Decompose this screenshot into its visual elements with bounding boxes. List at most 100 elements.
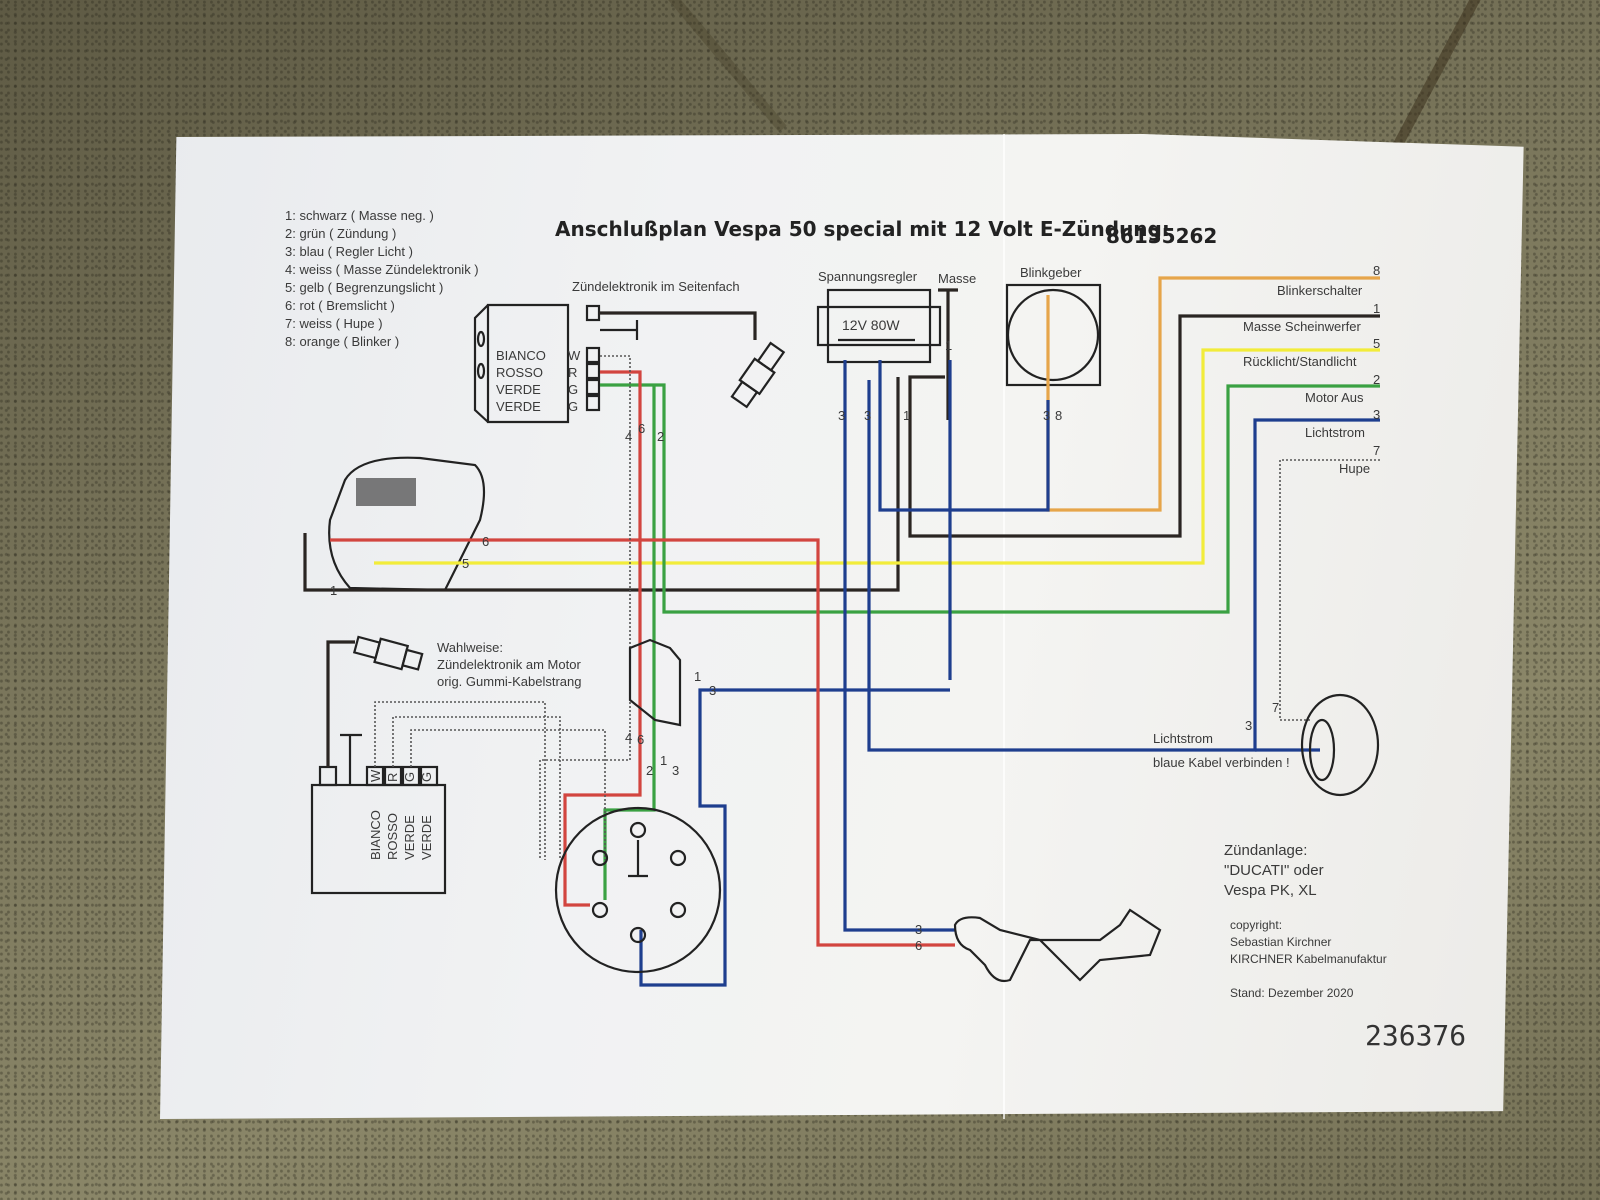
wire-3-blue-stator [639,688,950,987]
wire-label-7: 7 [1272,700,1279,715]
wire-label-3: 3 [1245,718,1252,733]
regulator-label: Spannungsregler [818,269,918,284]
ignition-module-side: Zündelektronik im Seitenfach BIANCO ROSS… [473,279,757,424]
regulator-flange [816,305,942,347]
output-blinkerschalter: Blinkerschalter [1277,283,1363,298]
wire-label-1: 1 [945,338,952,353]
wire-label-4: 4 [625,429,632,444]
output-num: 5 [1373,336,1380,351]
wire-label-8: 8 [1055,408,1062,423]
pin-code-g: G [568,382,578,397]
wire-label-6: 6 [637,732,644,747]
brake-pedal-icon [953,908,1162,983]
flasher-box [1005,283,1102,387]
alt-note-line: orig. Gummi-Kabelstrang [437,674,582,689]
wire-number-labels: 4 6 2 3 3 1 1 3 8 6 5 1 1 3 4 6 2 1 3 3 … [330,338,1279,953]
wire-1-ground-headlight [303,377,900,592]
headlight-housing-icon [328,456,486,592]
ground-symbol [340,733,362,785]
copyright-line: Sebastian Kirchner [1230,935,1331,949]
regulator-rating: 12V 80W [842,317,900,333]
horn-icon: Lichtstrom blaue Kabel verbinden ! [1153,693,1380,797]
ignition-terminal [585,304,601,322]
info-block: Zündanlage: "DUCATI" oder Vespa PK, XL c… [1224,842,1387,1000]
wire-label-3: 3 [1043,408,1050,423]
spark-plug-lead [326,640,355,767]
legend-item-2: 2: grün ( Zündung ) [285,226,396,241]
wire-label-2: 2 [646,763,653,778]
output-masse-scheinwerfer: Masse Scheinwerfer [1243,319,1361,334]
pin-code-w: W [568,348,581,363]
legend-item-4: 4: weiss ( Masse Zündelektronik ) [285,262,479,277]
revision-date: Stand: Dezember 2020 [1230,986,1354,1000]
spark-plug-icon [730,341,786,409]
ground-label: Masse [938,271,976,286]
ground-post [938,288,958,420]
mount-hole [476,362,486,380]
copyright-line: copyright: [1230,918,1282,932]
svg-text:ROSSO: ROSSO [385,813,400,860]
horn-note-line: blaue Kabel verbinden ! [1153,755,1290,770]
output-ruecklicht: Rücklicht/Standlicht [1243,354,1357,369]
legend-item-8: 8: orange ( Blinker ) [285,334,399,349]
svg-text:W: W [368,769,383,782]
flasher-circle [1006,288,1100,382]
output-hupe: Hupe [1339,461,1370,476]
wire-3-blue-flasher [878,360,1050,512]
wire-label-5: 5 [462,556,469,571]
legend-item-5: 5: gelb ( Begrenzungslicht ) [285,280,443,295]
wire-1-black [908,314,1380,538]
system-line: Zündanlage: [1224,842,1307,859]
wire-label-1: 1 [694,669,701,684]
output-num: 3 [1373,407,1380,422]
legend-item-1: 1: schwarz ( Masse neg. ) [285,208,434,223]
wire-label-6: 6 [638,421,645,436]
wire-label-3: 3 [672,763,679,778]
svg-text:BIANCO: BIANCO [368,810,383,860]
copyright-line: KIRCHNER Kabelmanufaktur [1230,952,1387,966]
wire-label-6: 6 [915,938,922,953]
wire-label-6: 6 [482,534,489,549]
system-line: Vespa PK, XL [1224,882,1317,899]
mount-hole [476,330,486,348]
wire-label-3: 3 [709,683,716,698]
wire-label-3: 3 [838,408,845,423]
flasher-label: Blinkgeber [1020,265,1082,280]
system-line: "DUCATI" oder [1224,862,1324,879]
engine-module-terminal [318,765,338,787]
ignition-module-body [473,303,570,424]
alt-note-line: Zündelektronik am Motor [437,657,581,672]
wire-label-3: 3 [864,408,871,423]
output-num: 2 [1373,372,1380,387]
pin-g2 [585,394,601,412]
wiring-diagram-sheet [160,134,1524,1119]
spark-plug-lead [599,311,757,340]
output-num: 7 [1373,443,1380,458]
pin-r [585,362,601,380]
wire-3-blue-brake [843,360,955,932]
svg-text:VERDE: VERDE [419,815,434,860]
ground-symbol [600,320,639,340]
pin-label-verde: VERDE [496,382,541,397]
wire-4-white [539,355,631,860]
paper-fold [1003,134,1005,1119]
connector-outputs: 8 Blinkerschalter 1 Masse Scheinwerfer 5… [1243,263,1380,476]
alt-note-line: Wahlweise: [437,640,503,655]
pin-label-rosso: ROSSO [496,365,543,380]
output-num: 1 [1373,301,1380,316]
wire-5-yellow [374,348,1380,565]
wire-label-1: 1 [903,408,910,423]
pin-g1 [585,378,601,396]
ignition-module-label: Zündelektronik im Seitenfach [572,279,740,294]
pin-w [585,346,601,364]
wire-6-red [563,370,642,907]
spark-plug-icon [352,635,424,671]
horn-note-line: Lichtstrom [1153,731,1213,746]
pin-code-g: G [568,399,578,414]
pin-code-r: R [568,365,577,380]
serial-number: 236376 [1365,1019,1466,1052]
engine-pin-labels: BIANCO ROSSO VERDE VERDE W R G G [368,769,434,860]
svg-text:R: R [385,773,400,782]
wire-6-red-brake [330,538,955,947]
wiring-harness [303,276,1380,987]
